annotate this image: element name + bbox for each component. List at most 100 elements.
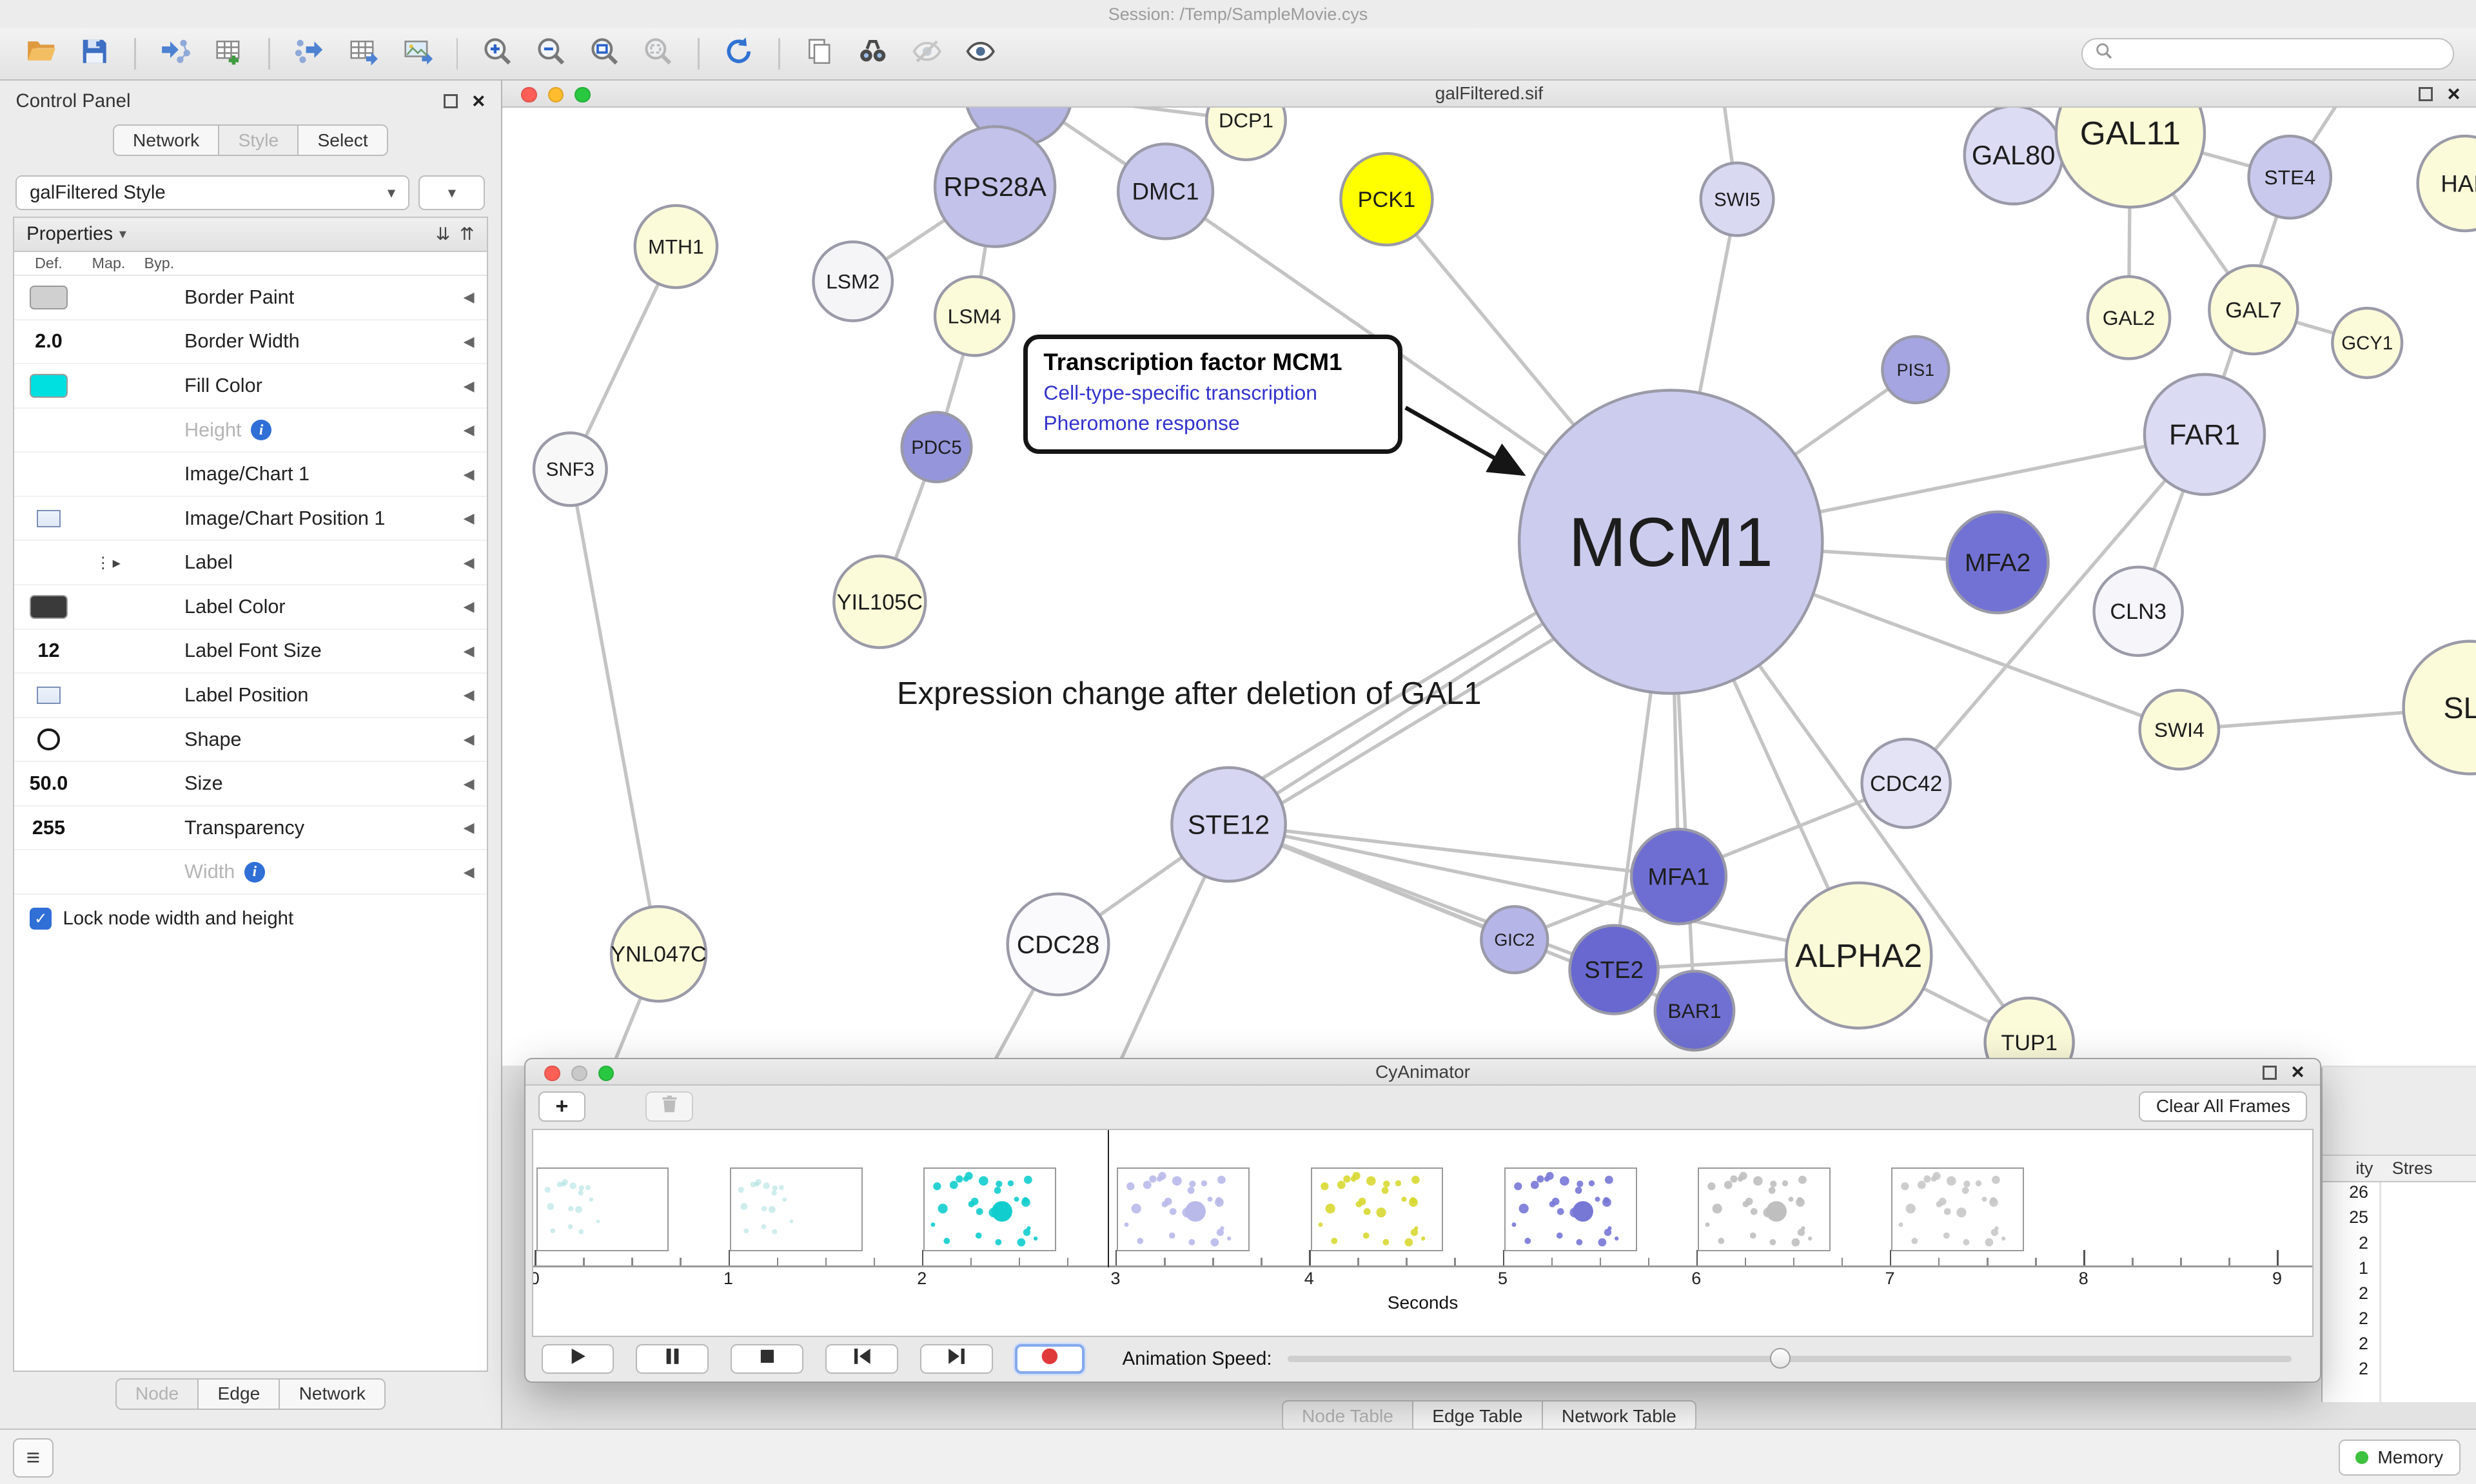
expand-property-icon[interactable]: ◀ bbox=[463, 863, 475, 880]
default-value-cell[interactable] bbox=[14, 509, 84, 527]
expand-property-icon[interactable]: ◀ bbox=[463, 642, 475, 659]
node-cdc28[interactable]: CDC28 bbox=[1006, 892, 1110, 997]
node-gal2[interactable]: GAL2 bbox=[2086, 275, 2172, 360]
float-panel-icon[interactable] bbox=[444, 93, 458, 108]
edge[interactable] bbox=[1228, 822, 1859, 957]
timeline[interactable]: Seconds 0123456789 bbox=[531, 1128, 2314, 1337]
frame-thumbnail-1[interactable] bbox=[729, 1167, 863, 1252]
export-image-button[interactable] bbox=[391, 32, 442, 75]
search-box[interactable] bbox=[2081, 38, 2454, 70]
node-bar1[interactable]: BAR1 bbox=[1653, 969, 1736, 1051]
table-cell-value[interactable]: 2 bbox=[2359, 1359, 2369, 1379]
edge[interactable] bbox=[1272, 633, 1561, 810]
node-ste2[interactable]: STE2 bbox=[1568, 923, 1660, 1015]
annotation-link[interactable]: Pheromone response bbox=[1043, 411, 1240, 435]
node-mfa2[interactable]: MFA2 bbox=[1945, 510, 2050, 614]
minimize-window-icon[interactable] bbox=[571, 1065, 587, 1082]
table-cell-value[interactable]: 2 bbox=[2359, 1334, 2369, 1354]
refresh-button[interactable] bbox=[714, 32, 764, 75]
node-lsm4[interactable]: LSM4 bbox=[933, 275, 1016, 357]
zoom-selected-button[interactable] bbox=[633, 32, 683, 75]
hide-selected-button[interactable] bbox=[901, 32, 952, 75]
frame-thumbnail-7[interactable] bbox=[1891, 1167, 2025, 1252]
default-value-cell[interactable] bbox=[14, 728, 84, 751]
expand-property-icon[interactable]: ◀ bbox=[463, 465, 475, 482]
node-yil105c[interactable]: YIL105C bbox=[832, 554, 927, 649]
slider-handle[interactable] bbox=[1770, 1347, 1791, 1369]
node-alpha2[interactable]: ALPHA2 bbox=[1784, 881, 1933, 1030]
close-window-icon[interactable]: × bbox=[2291, 1060, 2304, 1085]
node-mth1[interactable]: MTH1 bbox=[633, 204, 719, 289]
play-button[interactable] bbox=[541, 1343, 614, 1374]
delete-frame-button[interactable] bbox=[645, 1091, 693, 1122]
close-window-icon[interactable] bbox=[521, 86, 537, 103]
close-window-icon[interactable]: × bbox=[2447, 81, 2461, 106]
snapshot-button[interactable] bbox=[794, 32, 845, 75]
tab-network[interactable]: Network bbox=[112, 124, 220, 157]
playhead[interactable] bbox=[1108, 1129, 1110, 1267]
node-mfa1[interactable]: MFA1 bbox=[1629, 827, 1727, 925]
zoom-in-button[interactable] bbox=[472, 32, 522, 75]
chevron-down-icon[interactable]: ▾ bbox=[119, 226, 126, 242]
style-options-button[interactable]: ▾ bbox=[418, 175, 486, 210]
node-mcm1[interactable]: MCM1 bbox=[1517, 388, 1824, 695]
node-rps28a[interactable]: RPS28A bbox=[933, 124, 1057, 248]
node-hap[interactable]: HAP bbox=[2416, 134, 2476, 232]
node-pis1[interactable]: PIS1 bbox=[1880, 335, 1950, 404]
attribute-tab-edge[interactable]: Edge bbox=[197, 1378, 280, 1410]
property-row-image-chart-position-1[interactable]: Image/Chart Position 1◀ bbox=[14, 497, 487, 542]
frame-thumbnail-5[interactable] bbox=[1504, 1167, 1637, 1252]
node-tup1[interactable]: TUP1 bbox=[1983, 996, 2075, 1066]
node-dcp1[interactable]: DCP1 bbox=[1204, 107, 1287, 161]
table-cell-value[interactable]: 2 bbox=[2359, 1283, 2369, 1303]
node-lsm2[interactable]: LSM2 bbox=[812, 240, 894, 322]
default-value-cell[interactable]: 12 bbox=[14, 639, 84, 662]
default-value-cell[interactable] bbox=[14, 686, 84, 704]
expand-all-icon[interactable]: ⇈ bbox=[460, 224, 475, 244]
close-panel-icon[interactable]: × bbox=[472, 88, 486, 113]
annotation-link[interactable]: Cell-type-specific transcription bbox=[1043, 381, 1317, 405]
expand-property-icon[interactable]: ◀ bbox=[463, 687, 475, 703]
minimize-window-icon[interactable] bbox=[547, 86, 564, 103]
expand-property-icon[interactable]: ◀ bbox=[463, 731, 475, 748]
property-row-fill-color[interactable]: Fill Color◀ bbox=[14, 364, 487, 409]
collapse-all-icon[interactable]: ⇊ bbox=[435, 224, 451, 244]
close-window-icon[interactable] bbox=[544, 1065, 560, 1082]
record-button[interactable] bbox=[1015, 1343, 1085, 1374]
property-row-image-chart-1[interactable]: Image/Chart 1◀ bbox=[14, 453, 487, 497]
node-gal11[interactable]: GAL11 bbox=[2054, 107, 2206, 208]
expand-property-icon[interactable]: ◀ bbox=[463, 775, 475, 792]
style-selector[interactable]: galFiltered Style ▾ bbox=[15, 175, 409, 210]
column-header[interactable]: ity bbox=[2355, 1158, 2373, 1178]
default-value-cell[interactable]: 255 bbox=[14, 817, 84, 839]
first-neighbors-button[interactable] bbox=[848, 32, 898, 75]
node-gal7[interactable]: GAL7 bbox=[2207, 264, 2299, 355]
open-folder-button[interactable] bbox=[15, 32, 66, 75]
default-value-cell[interactable]: 2.0 bbox=[14, 330, 84, 353]
expand-property-icon[interactable]: ◀ bbox=[463, 422, 475, 438]
step-back-button[interactable] bbox=[825, 1343, 898, 1374]
node-snf3[interactable]: SNF3 bbox=[532, 431, 608, 507]
edge[interactable] bbox=[1228, 822, 1679, 878]
show-all-button[interactable] bbox=[955, 32, 1005, 75]
attribute-tab-network[interactable]: Network bbox=[279, 1378, 386, 1410]
default-value-cell[interactable] bbox=[14, 286, 84, 309]
table-cell-value[interactable]: 1 bbox=[2359, 1258, 2369, 1278]
save-button[interactable] bbox=[70, 32, 120, 75]
default-value-cell[interactable]: 50.0 bbox=[14, 772, 84, 795]
import-table-button[interactable] bbox=[204, 32, 254, 75]
frame-thumbnail-6[interactable] bbox=[1698, 1167, 1831, 1252]
export-network-button[interactable] bbox=[284, 32, 335, 75]
float-window-icon[interactable] bbox=[2263, 1065, 2277, 1080]
node-ynl047c[interactable]: YNL047C bbox=[609, 904, 707, 1002]
table-cell-value[interactable]: 25 bbox=[2349, 1207, 2369, 1227]
property-row-label-color[interactable]: Label Color◀ bbox=[14, 585, 487, 630]
expand-property-icon[interactable]: ◀ bbox=[463, 510, 475, 527]
node-gcy1[interactable]: GCY1 bbox=[2330, 306, 2404, 379]
edge[interactable] bbox=[568, 468, 660, 954]
